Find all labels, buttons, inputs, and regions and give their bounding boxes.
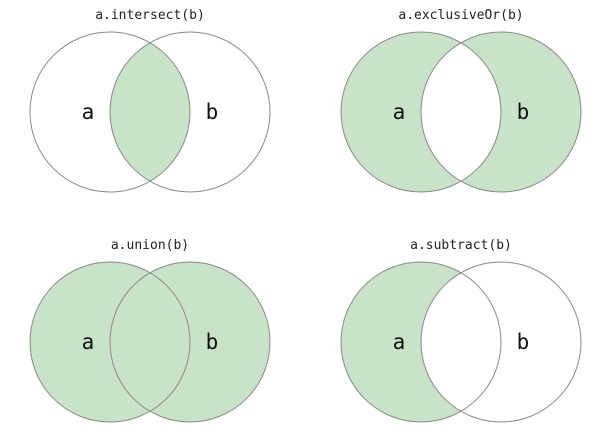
- union-label-a: a: [82, 330, 95, 354]
- intersect-label-b: b: [206, 100, 219, 124]
- intersect-caption: a.intersect(b): [95, 8, 205, 23]
- union-label-b: b: [206, 330, 219, 354]
- exclusive-or-cleared-region: [421, 42, 501, 182]
- intersect-filled-region: [110, 42, 190, 182]
- subtract-label-a: a: [393, 330, 406, 354]
- subtract-circle-a: [340, 261, 502, 423]
- intersect-circle-a: [29, 31, 191, 193]
- union-caption: a.union(b): [110, 238, 190, 253]
- exclusive-or-circle-a: [340, 31, 502, 193]
- union-circle-b: [109, 261, 271, 423]
- intersect-circle-b: [109, 31, 271, 193]
- subtract-circle-b: [420, 261, 582, 423]
- exclusive-or-label-b: b: [517, 100, 530, 124]
- exclusive-or-caption: a.exclusiveOr(b): [398, 8, 524, 23]
- subtract-caption: a.subtract(b): [410, 238, 512, 253]
- exclusive-or-circle-b: [420, 31, 582, 193]
- subtract-label-b: b: [517, 330, 530, 354]
- intersect-label-a: a: [82, 100, 95, 124]
- union-circle-a: [29, 261, 191, 423]
- exclusive-or-label-a: a: [393, 100, 406, 124]
